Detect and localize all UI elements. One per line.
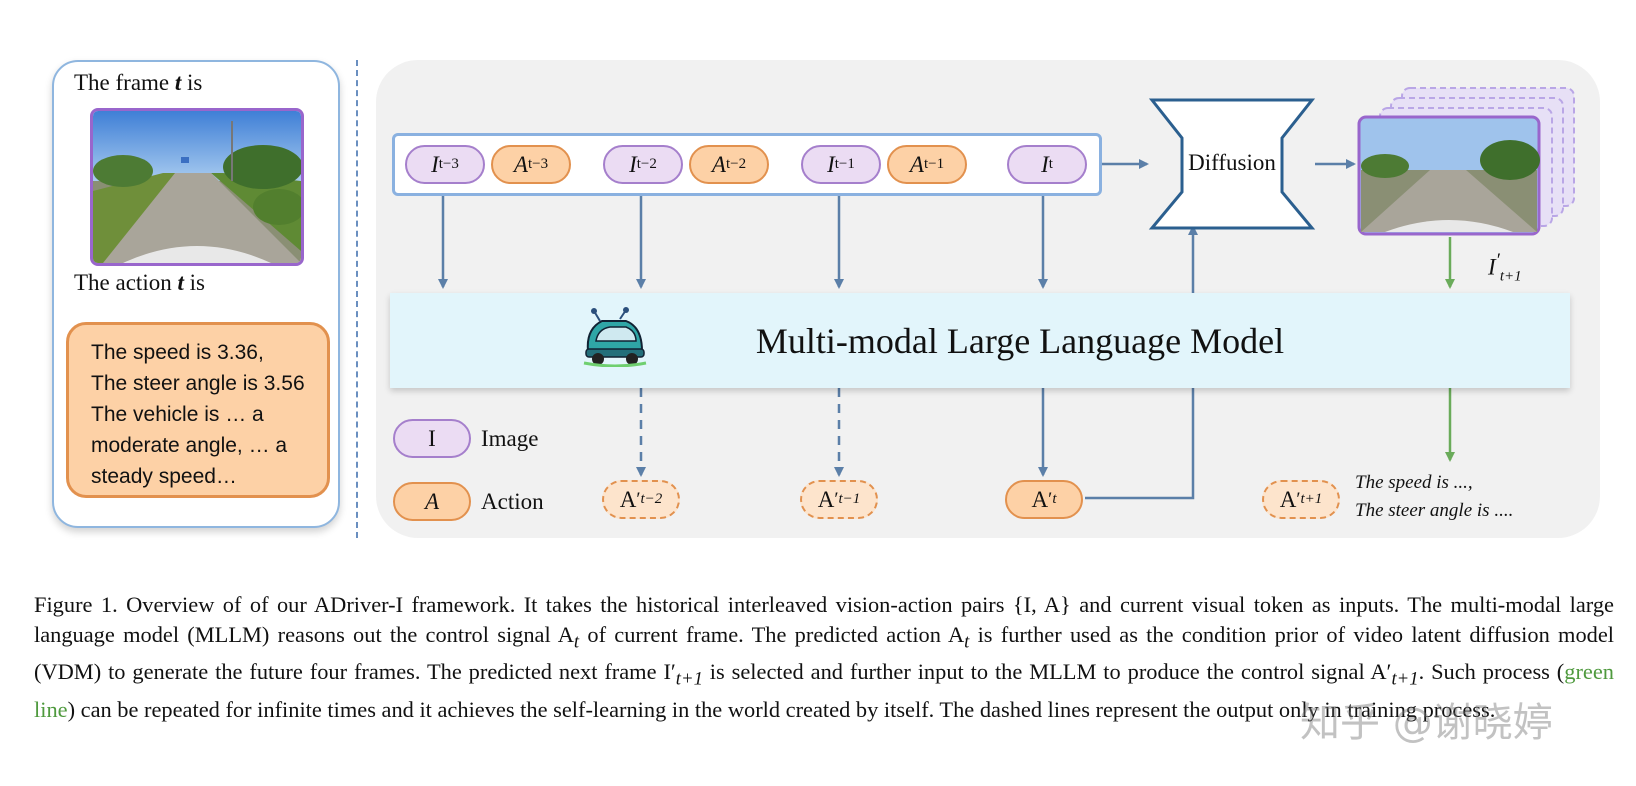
road-frame-image — [90, 108, 304, 266]
token-base: A — [1031, 486, 1049, 512]
caption-green-text: green line — [34, 659, 1614, 722]
caption-text: Figure 1. Overview of of our ADriver-I f… — [34, 592, 1614, 647]
prediction-line: The steer angle is .... — [1355, 500, 1514, 521]
output-action-token: A′t — [1005, 480, 1083, 519]
token-base: A — [711, 151, 726, 177]
legend-action-label: Action — [481, 489, 544, 514]
diffusion-label: Diffusion — [1188, 150, 1276, 175]
action-title-var: t — [177, 270, 184, 295]
token-base: A — [1279, 486, 1297, 512]
action-description-box: The speed is 3.36, The steer angle is 3.… — [66, 322, 330, 498]
token-prime: ′ — [1296, 488, 1301, 510]
caption-sub: t+1 — [1391, 668, 1419, 690]
future-frame-main — [1357, 115, 1541, 236]
token-sub: t−2 — [725, 156, 747, 172]
action-line: The speed is 3.36, — [91, 341, 264, 364]
token-base: A — [817, 486, 835, 512]
token-base: A — [619, 486, 637, 512]
car-robot-icon — [583, 307, 647, 367]
token-base: I — [1041, 151, 1049, 177]
next-frame-prime: ′ — [1495, 250, 1500, 271]
token-sub: t−1 — [923, 156, 945, 172]
token-sub: t−3 — [527, 156, 549, 172]
output-action-token: A′t+1 — [1262, 480, 1340, 519]
caption-text: is further used as the condition prior o… — [34, 622, 1615, 685]
frame-title-suffix: is — [181, 70, 203, 95]
figure-caption: Figure 1. Overview of of our ADriver-I f… — [34, 590, 1614, 725]
legend-image-symbol: I — [393, 419, 471, 458]
caption-sub: t — [573, 631, 580, 653]
token-prime: ′ — [636, 488, 641, 510]
token-sub: t−2 — [636, 156, 657, 172]
caption-text: is selected and further input to the MLL… — [702, 659, 1392, 685]
caption-sub: t+1 — [675, 668, 703, 690]
prediction-line: The speed is ..., — [1355, 472, 1473, 493]
next-frame-sub: t+1 — [1499, 268, 1522, 285]
action-title: The action t is — [74, 270, 205, 296]
token-base: I — [629, 151, 637, 177]
frame-title-prefix: The frame — [74, 70, 175, 95]
action-title-prefix: The action — [74, 270, 178, 295]
road-scene — [93, 111, 301, 263]
diffusion-block — [1148, 98, 1316, 230]
action-line: The vehicle is … a — [91, 403, 264, 426]
token-sub: t+1 — [1300, 491, 1323, 507]
token-sub: t — [1052, 491, 1057, 507]
mllm-label: Multi-modal Large Language Model — [755, 320, 1285, 361]
mllm-block: Multi-modal Large Language Model — [390, 293, 1570, 388]
frame-title-var: t — [174, 70, 182, 95]
token-sub: t−3 — [438, 156, 459, 172]
token-prime: ′ — [1048, 488, 1053, 510]
caption-text: ) can be repeated for infinite times and… — [67, 696, 1496, 722]
output-action-token: A′t−2 — [602, 480, 680, 519]
caption-text: . Such process ( — [1418, 659, 1565, 685]
caption-sub: t — [964, 631, 970, 653]
next-frame-label: I′t+1 — [1488, 250, 1522, 285]
token-sub: t−1 — [838, 491, 861, 507]
token-base: A — [909, 151, 924, 177]
token-base: I — [827, 151, 835, 177]
next-frame-base: I — [1488, 254, 1496, 280]
output-action-token: A′t−1 — [800, 480, 878, 519]
legend-image-label: Image — [481, 426, 539, 451]
token-sub: t−2 — [640, 491, 663, 507]
token-prime: ′ — [834, 488, 839, 510]
action-line: steady speed… — [91, 465, 237, 488]
caption-text: of current frame. The predicted action A — [579, 622, 965, 647]
action-line: moderate angle, … a — [91, 434, 288, 457]
panel-divider — [356, 60, 358, 538]
watermark: 知乎 @谢晓婷 — [1300, 700, 1553, 746]
token-base: I — [431, 151, 439, 177]
frame-title: The frame t is — [74, 70, 202, 96]
legend-action-symbol: A — [393, 482, 471, 521]
action-line: The steer angle is 3.56 — [91, 372, 305, 395]
token-sub: t — [1048, 156, 1053, 172]
token-base: A — [513, 151, 528, 177]
token-sub: t−1 — [834, 156, 855, 172]
action-title-suffix: is — [183, 270, 205, 295]
